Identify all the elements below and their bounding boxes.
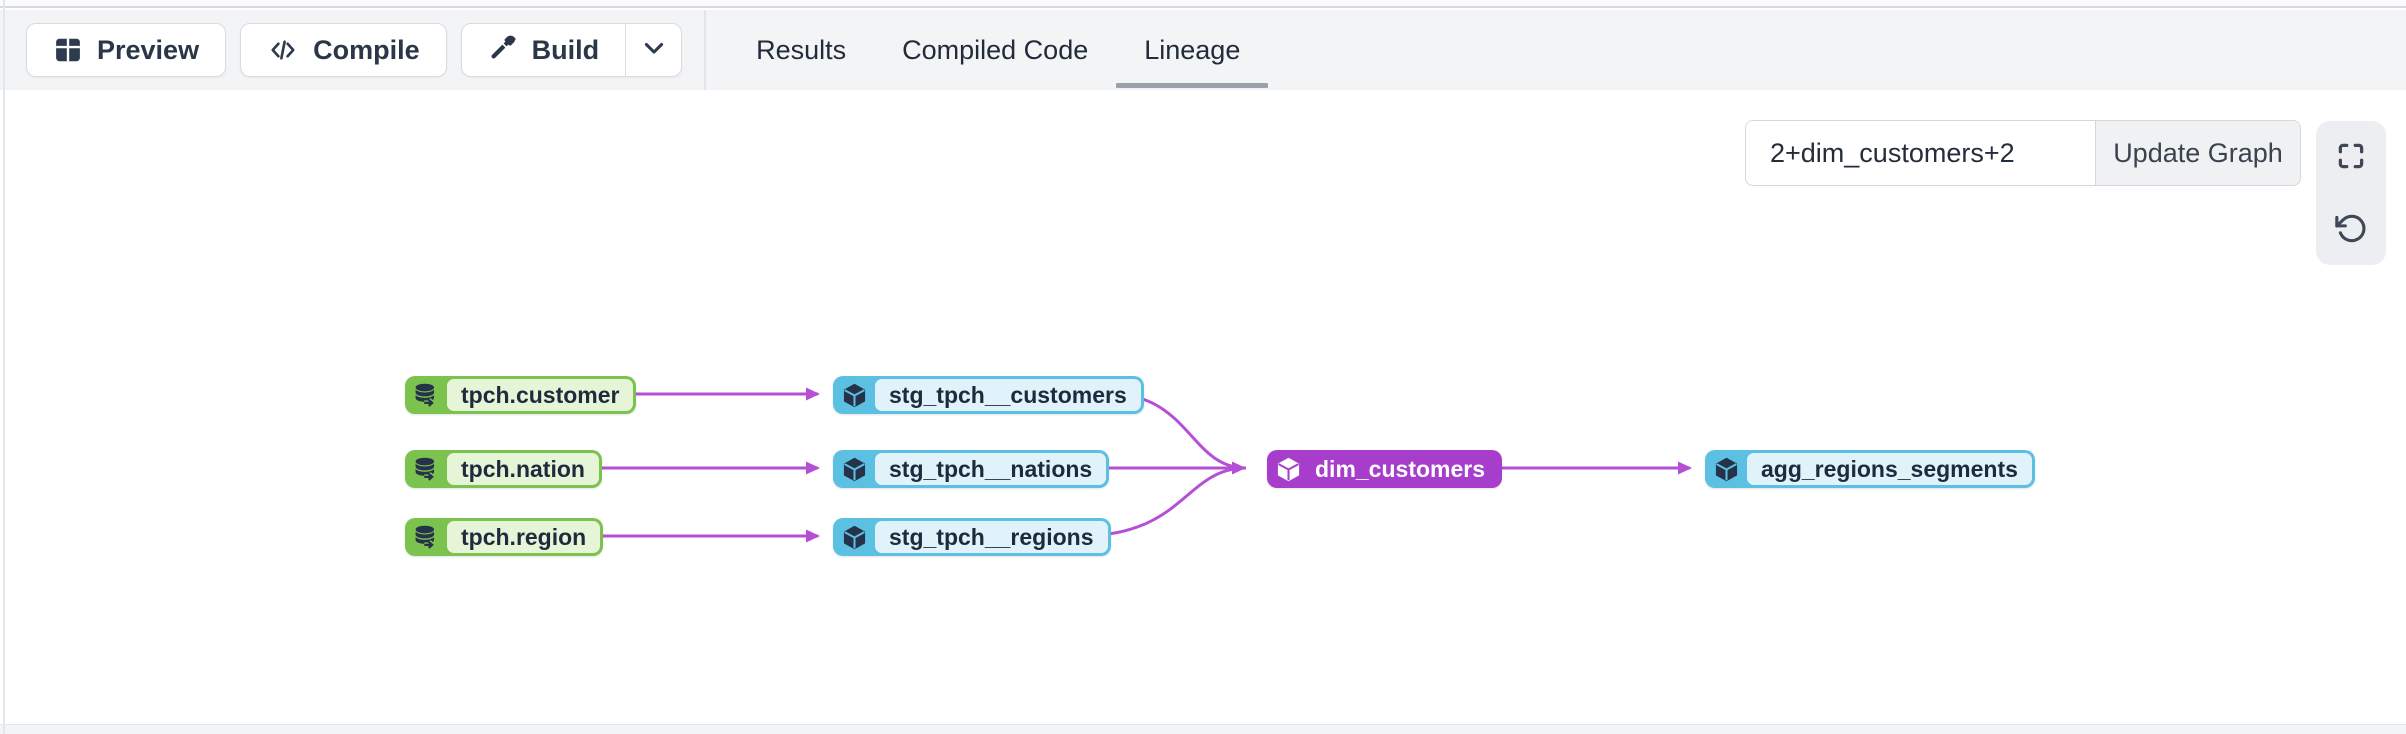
lineage-canvas[interactable]: Update Graph	[0, 90, 2406, 724]
code-icon	[267, 35, 299, 65]
database-icon	[405, 518, 447, 556]
lineage-selector-input[interactable]	[1745, 120, 2095, 186]
node-label: tpch.region	[447, 521, 601, 553]
lineage-node-dim-customers[interactable]: dim_customers	[1267, 450, 1503, 488]
lineage-node-stg-tpch-regions[interactable]: stg_tpch__regions	[833, 518, 1111, 556]
panel-resize-edge[interactable]	[0, 0, 2406, 8]
lineage-node-tpch-nation[interactable]: tpch.nation	[405, 450, 602, 488]
compile-button[interactable]: Compile	[240, 23, 447, 77]
node-label: tpch.nation	[447, 453, 599, 485]
node-label: stg_tpch__customers	[875, 379, 1141, 411]
cube-icon	[833, 450, 875, 488]
action-buttons: Preview Compile	[26, 23, 683, 77]
build-split-button: Build	[460, 23, 683, 77]
tab-lineage[interactable]: Lineage	[1116, 10, 1269, 90]
database-icon	[405, 376, 447, 414]
node-label: agg_regions_segments	[1747, 453, 2032, 485]
fullscreen-icon	[2334, 139, 2368, 176]
toolbar-divider	[704, 10, 707, 90]
build-button[interactable]: Build	[462, 24, 626, 76]
cube-icon	[833, 518, 875, 556]
database-icon	[405, 450, 447, 488]
tab-results-label: Results	[756, 34, 847, 65]
panel-bottom-edge	[0, 724, 2406, 734]
compile-button-label: Compile	[313, 34, 420, 65]
node-label: dim_customers	[1315, 455, 1486, 482]
node-label: stg_tpch__regions	[875, 521, 1108, 553]
tab-compiled-code[interactable]: Compiled Code	[874, 10, 1116, 90]
update-graph-button[interactable]: Update Graph	[2095, 120, 2301, 186]
chevron-down-icon	[640, 34, 668, 67]
panel-left-border	[3, 0, 5, 734]
lineage-node-stg-tpch-nations[interactable]: stg_tpch__nations	[833, 450, 1110, 488]
lineage-node-agg-regions-segments[interactable]: agg_regions_segments	[1705, 450, 2035, 488]
model-selector-group: Update Graph	[1745, 120, 2301, 186]
build-button-label: Build	[531, 34, 600, 65]
hammer-icon	[488, 32, 518, 69]
cube-icon	[1267, 450, 1309, 488]
cube-icon	[1705, 450, 1747, 488]
lineage-node-tpch-region[interactable]: tpch.region	[405, 518, 604, 556]
tab-results[interactable]: Results	[728, 10, 874, 90]
tab-lineage-label: Lineage	[1144, 34, 1241, 65]
result-panel-tabs: Results Compiled Code Lineage	[728, 10, 1269, 90]
rotate-ccw-icon	[2334, 211, 2368, 248]
build-options-button[interactable]	[625, 24, 681, 76]
cube-icon	[833, 376, 875, 414]
graph-tools-panel	[2316, 121, 2386, 265]
node-label: stg_tpch__nations	[875, 453, 1107, 485]
ide-action-toolbar: Preview Compile	[0, 10, 2406, 90]
preview-button[interactable]: Preview	[26, 23, 227, 77]
lineage-edges	[570, 387, 1692, 543]
reset-layout-button[interactable]	[2334, 211, 2368, 248]
fullscreen-button[interactable]	[2334, 139, 2368, 176]
preview-button-label: Preview	[97, 34, 200, 65]
lineage-node-stg-tpch-customers[interactable]: stg_tpch__customers	[833, 376, 1144, 414]
tab-compiled-code-label: Compiled Code	[902, 34, 1089, 65]
node-label: tpch.customer	[447, 379, 634, 411]
table-icon	[53, 35, 83, 65]
edge-stg-regions-to-dim	[1079, 466, 1247, 538]
lineage-node-tpch-customer[interactable]: tpch.customer	[405, 376, 637, 414]
